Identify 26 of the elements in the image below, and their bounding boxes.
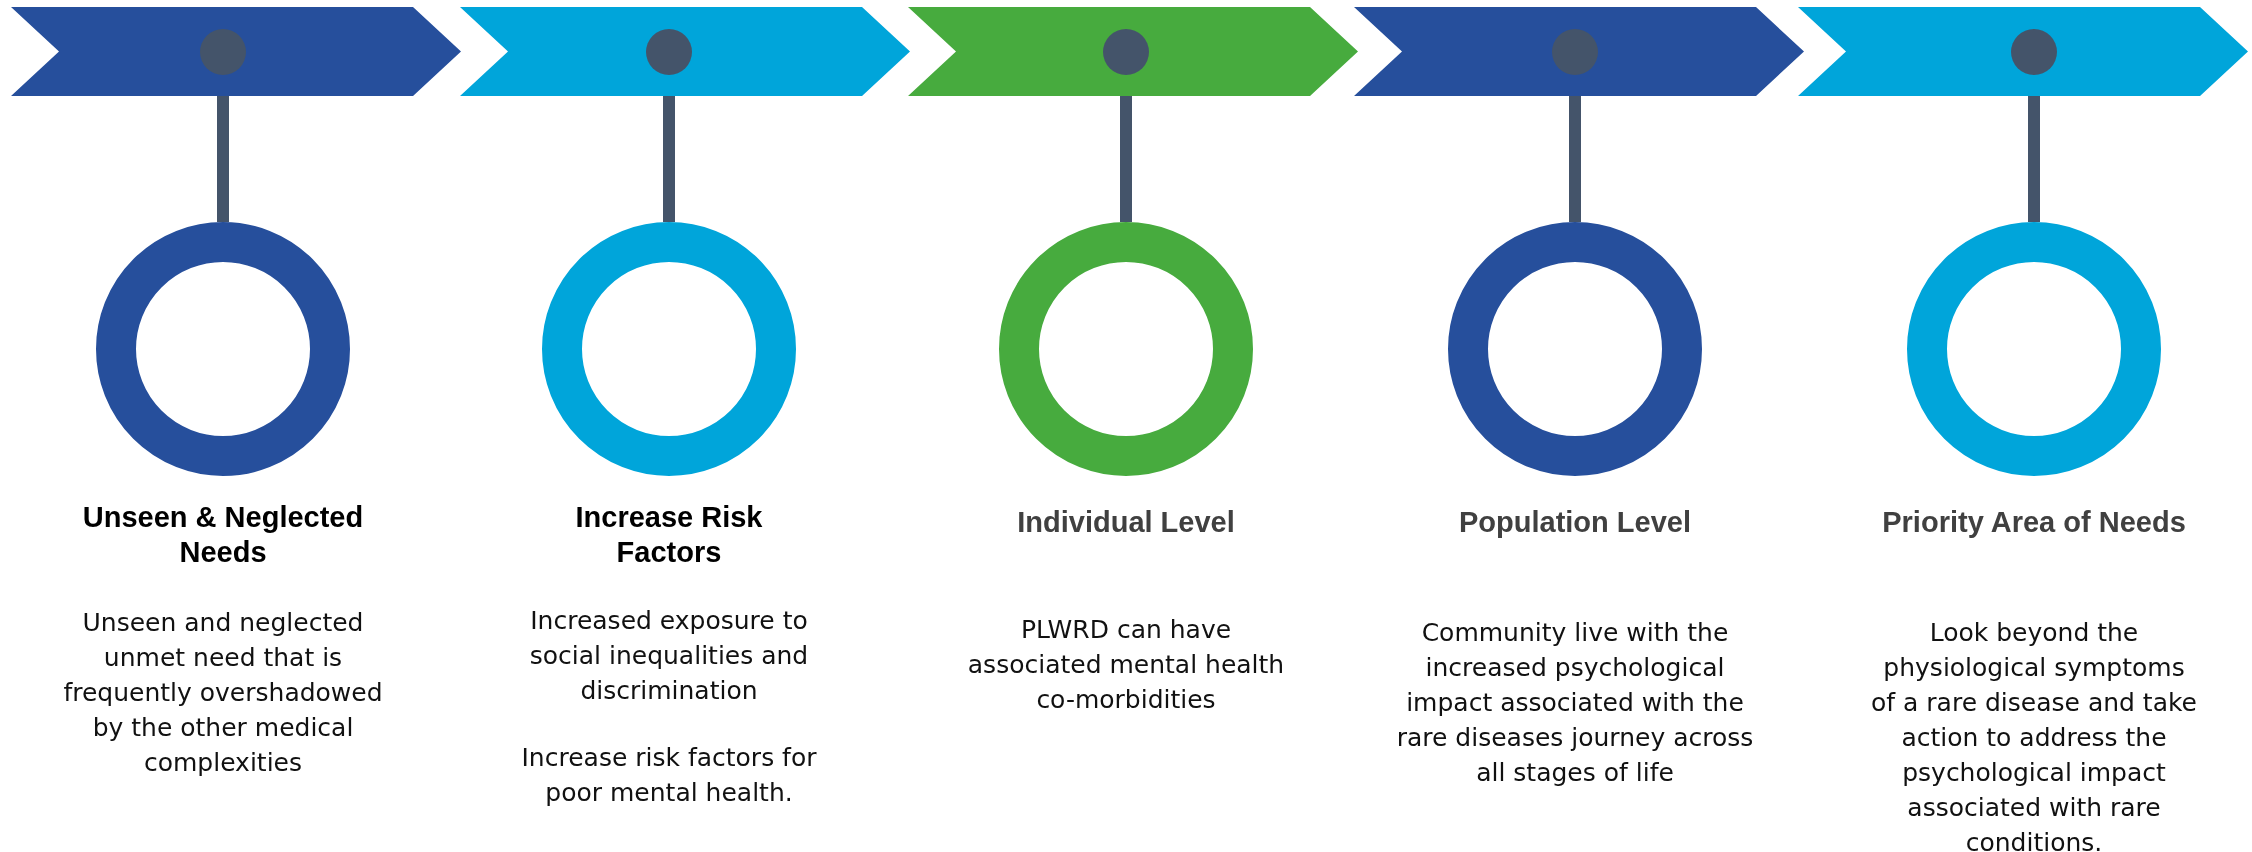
column-heading: Priority Area of Needs <box>1881 505 2187 540</box>
timeline-band <box>908 7 1358 96</box>
column-heading: Unseen & Neglected Needs <box>81 500 365 570</box>
column-heading: Population Level <box>1458 505 1692 540</box>
description-text: Unseen and neglected unmet need that is frequently overshadowed by the other medical complexities <box>62 607 384 779</box>
column-heading: Individual Level <box>1016 505 1236 540</box>
ring-circle <box>1907 222 2161 476</box>
connector-line <box>217 96 229 222</box>
description-text: Look beyond the physiological symptoms of a rare disease and take action to address the psychological impact associated with rare conditions. <box>1870 617 2198 852</box>
column-heading: Increase Risk Factors <box>574 500 764 570</box>
ring-circle <box>542 222 796 476</box>
description-text: Increase risk factors for poor mental health. <box>520 742 818 809</box>
timeline-band <box>1354 7 1804 96</box>
connector-line <box>1120 96 1132 222</box>
description-text: Community live with the increased psychological impact associated with the rare diseases journey across all stages of life <box>1395 617 1755 789</box>
ring-circle <box>999 222 1253 476</box>
connector-line <box>663 96 675 222</box>
ring-circle <box>96 222 350 476</box>
timeline-band <box>1798 7 2248 96</box>
timeline-band <box>11 7 461 96</box>
timeline-band <box>460 7 910 96</box>
ring-circle <box>1448 222 1702 476</box>
connector-line <box>1569 96 1581 222</box>
connector-line <box>2028 96 2040 222</box>
description-text: PLWRD can have associated mental health co-morbidities <box>966 614 1286 716</box>
description-text: Increased exposure to social inequalities and discrimination <box>528 605 810 707</box>
